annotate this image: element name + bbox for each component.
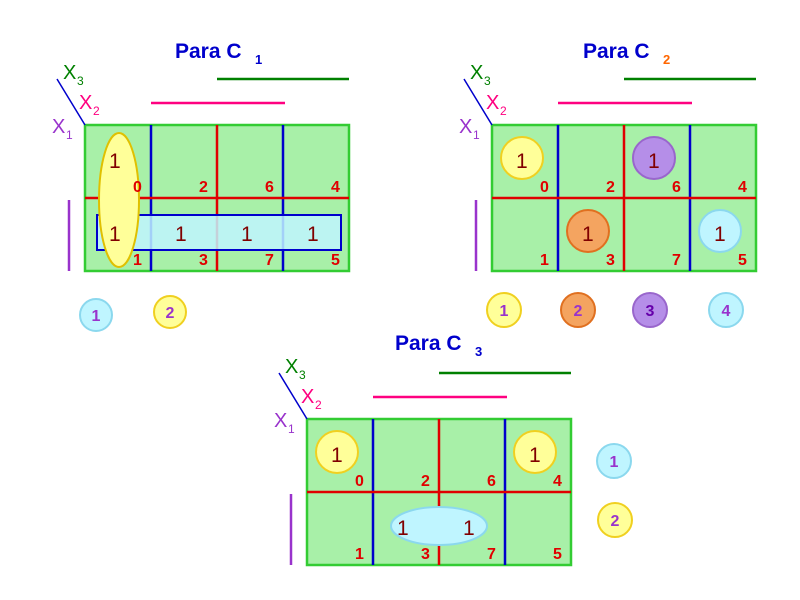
cell-index-1: 1 xyxy=(355,546,364,563)
cell-index-1: 1 xyxy=(133,252,142,269)
cell-index-4: 4 xyxy=(553,473,562,490)
cell-value-7: 1 xyxy=(463,517,475,540)
cell-index-2: 2 xyxy=(199,179,208,196)
cell-index-7: 7 xyxy=(487,546,496,563)
legend-group-1-label: 1 xyxy=(610,454,619,471)
map-title: Para C xyxy=(395,332,462,355)
group-3-circle xyxy=(632,136,676,180)
legend-group-1-circle xyxy=(79,298,113,332)
cell-index-6: 6 xyxy=(672,179,681,196)
cell-index-5: 5 xyxy=(553,546,562,563)
x2-subscript: 2 xyxy=(500,104,507,118)
group-2-circle xyxy=(315,430,359,474)
x3-subscript: 3 xyxy=(299,368,306,382)
cell-index-1: 1 xyxy=(540,252,549,269)
cell-value-0: 1 xyxy=(331,444,343,467)
cell-value-6: 1 xyxy=(648,150,660,173)
group-1-ellipse xyxy=(390,506,488,546)
legend-group-3-label: 3 xyxy=(646,303,655,320)
x3-label: X xyxy=(470,62,483,84)
x3-label: X xyxy=(63,62,76,84)
cell-value-3: 1 xyxy=(397,517,409,540)
cell-value-1: 1 xyxy=(109,223,121,246)
legend-group-4-circle xyxy=(708,292,744,328)
x2-label: X xyxy=(79,92,92,114)
group-2-ellipse xyxy=(98,132,140,268)
corner-diagonal xyxy=(278,372,308,420)
cell-index-0: 0 xyxy=(133,179,142,196)
cell-value-5: 1 xyxy=(307,223,319,246)
x1-label: X xyxy=(459,116,472,138)
cell-index-3: 3 xyxy=(421,546,430,563)
group-2-circle xyxy=(513,430,557,474)
x2-label: X xyxy=(301,386,314,408)
map-title-subscript: 1 xyxy=(255,52,262,67)
cell-index-0: 0 xyxy=(355,473,364,490)
cell-index-4: 4 xyxy=(331,179,340,196)
group-1-circle xyxy=(500,136,544,180)
legend-group-1-label: 1 xyxy=(92,308,101,325)
cell-index-0: 0 xyxy=(540,179,549,196)
x1-label: X xyxy=(274,410,287,432)
corner-diagonal xyxy=(56,78,86,126)
x3-subscript: 3 xyxy=(484,74,491,88)
cell-index-3: 3 xyxy=(199,252,208,269)
x2-subscript: 2 xyxy=(93,104,100,118)
cell-value-3: 1 xyxy=(175,223,187,246)
cell-index-4: 4 xyxy=(738,179,747,196)
cell-value-7: 1 xyxy=(241,223,253,246)
cell-index-5: 5 xyxy=(331,252,340,269)
x3-subscript: 3 xyxy=(77,74,84,88)
legend-group-1-circle xyxy=(486,292,522,328)
cell-index-5: 5 xyxy=(738,252,747,269)
cell-index-6: 6 xyxy=(265,179,274,196)
legend-group-2-label: 2 xyxy=(166,305,175,322)
x1-subscript: 1 xyxy=(66,128,73,142)
map-title-subscript: 2 xyxy=(663,52,670,67)
cell-value-0: 1 xyxy=(516,150,528,173)
cell-value-3: 1 xyxy=(582,223,594,246)
legend-group-2-label: 2 xyxy=(574,303,583,320)
cell-index-7: 7 xyxy=(265,252,274,269)
legend-group-2-circle xyxy=(597,502,633,538)
group-2-circle xyxy=(566,209,610,253)
cell-index-2: 2 xyxy=(421,473,430,490)
map-title: Para C xyxy=(175,40,242,63)
x1-subscript: 1 xyxy=(473,128,480,142)
legend-group-2-label: 2 xyxy=(611,513,620,530)
legend-group-4-label: 4 xyxy=(722,303,731,320)
legend-group-1-label: 1 xyxy=(500,303,509,320)
cell-value-4: 1 xyxy=(529,444,541,467)
group-4-circle xyxy=(698,209,742,253)
map-title: Para C xyxy=(583,40,650,63)
cell-index-6: 6 xyxy=(487,473,496,490)
corner-diagonal xyxy=(463,78,493,126)
legend-group-2-circle xyxy=(153,295,187,329)
cell-index-3: 3 xyxy=(606,252,615,269)
x1-subscript: 1 xyxy=(288,422,295,436)
x2-subscript: 2 xyxy=(315,398,322,412)
cell-value-0: 1 xyxy=(109,150,121,173)
cell-index-7: 7 xyxy=(672,252,681,269)
cell-index-2: 2 xyxy=(606,179,615,196)
legend-group-2-circle xyxy=(560,292,596,328)
x3-label: X xyxy=(285,356,298,378)
x1-label: X xyxy=(52,116,65,138)
map-title-subscript: 3 xyxy=(475,344,482,359)
x2-label: X xyxy=(486,92,499,114)
legend-group-1-circle xyxy=(596,443,632,479)
cell-value-5: 1 xyxy=(714,223,726,246)
legend-group-3-circle xyxy=(632,292,668,328)
